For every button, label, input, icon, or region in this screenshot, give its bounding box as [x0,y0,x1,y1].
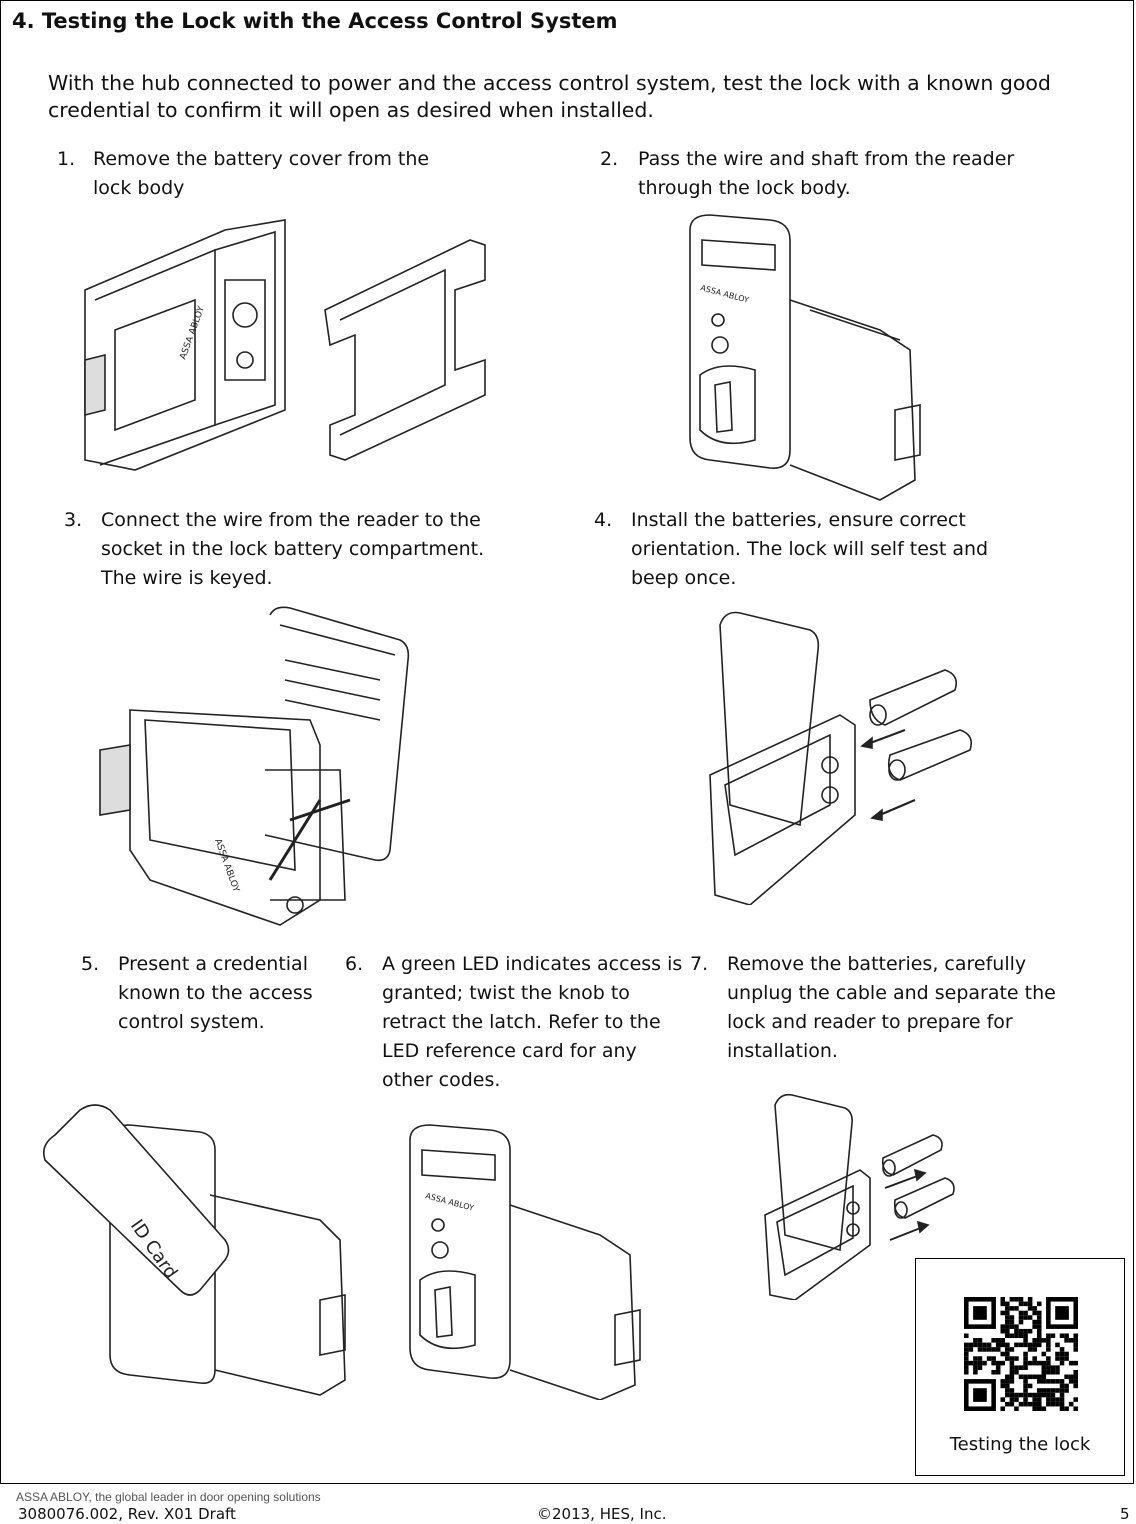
step-2: 2. Pass the wire and shaft from the read… [600,145,1020,203]
svg-text:ASSA ABLOY: ASSA ABLOY [699,283,749,305]
step-6: 6. A green LED indicates access is grant… [345,950,685,1095]
step-7: 7. Remove the batteries, carefully unplu… [690,950,1070,1066]
footer-tagline: ASSA ABLOY, the global leader in door op… [16,1490,321,1504]
footer-doc-number: 3080076.002, Rev. X01 Draft [18,1505,236,1523]
lock-body-with-cover-illustration: ASSA ABLOY [75,210,495,480]
step-5: 5. Present a credential known to the acc… [81,950,341,1037]
step-number: 6. [345,953,364,975]
step-1: 1. Remove the battery cover from the loc… [57,145,437,203]
install-batteries-illustration [690,605,980,905]
battery-icon [870,670,956,725]
intro-paragraph: With the hub connected to power and the … [48,71,1051,122]
step-text: Pass the wire and shaft from the reader … [638,148,1015,199]
svg-text:ASSA ABLOY: ASSA ABLOY [424,1191,474,1213]
step-text: Connect the wire from the reader to the … [101,509,485,589]
step-text: A green LED indicates access is granted;… [382,953,683,1091]
qr-code-icon[interactable] [964,1297,1078,1411]
battery-icon [895,1178,954,1218]
step-number: 1. [57,148,76,170]
section-heading: 4. Testing the Lock with the Access Cont… [12,9,618,33]
step-3: 3. Connect the wire from the reader to t… [64,506,504,593]
step-number: 4. [594,509,613,531]
page-frame [0,0,1134,1484]
step-number: 5. [81,953,100,975]
step-number: 3. [64,509,83,531]
footer-page-number: 5 [1120,1505,1130,1523]
step-number: 2. [600,148,619,170]
svg-text:ASSA ABLOY: ASSA ABLOY [178,305,207,361]
present-credential-illustration: ID Card [40,1100,370,1400]
step-text: Present a credential known to the access… [118,953,313,1033]
step-4: 4. Install the batteries, ensure correct… [594,506,1034,593]
reader-led-illustration: ASSA ABLOY [405,1120,655,1400]
remove-batteries-illustration [755,1090,965,1300]
connect-wire-illustration: ASSA ABLOY [90,600,420,930]
battery-icon [883,1135,942,1176]
step-text: Remove the batteries, carefully unplug t… [727,953,1056,1062]
svg-text:ASSA ABLOY: ASSA ABLOY [212,838,241,894]
step-text: Remove the battery cover from the lock b… [93,148,430,199]
step-text: Install the batteries, ensure correct or… [631,509,989,589]
reader-through-lock-illustration: ASSA ABLOY [680,210,940,505]
qr-code-box: Testing the lock [915,1258,1125,1476]
qr-caption: Testing the lock [949,1434,1091,1455]
id-card-icon: ID Card [44,1105,229,1295]
battery-icon [889,730,972,780]
footer-copyright: ©2013, HES, Inc. [537,1505,667,1523]
step-number: 7. [690,953,709,975]
